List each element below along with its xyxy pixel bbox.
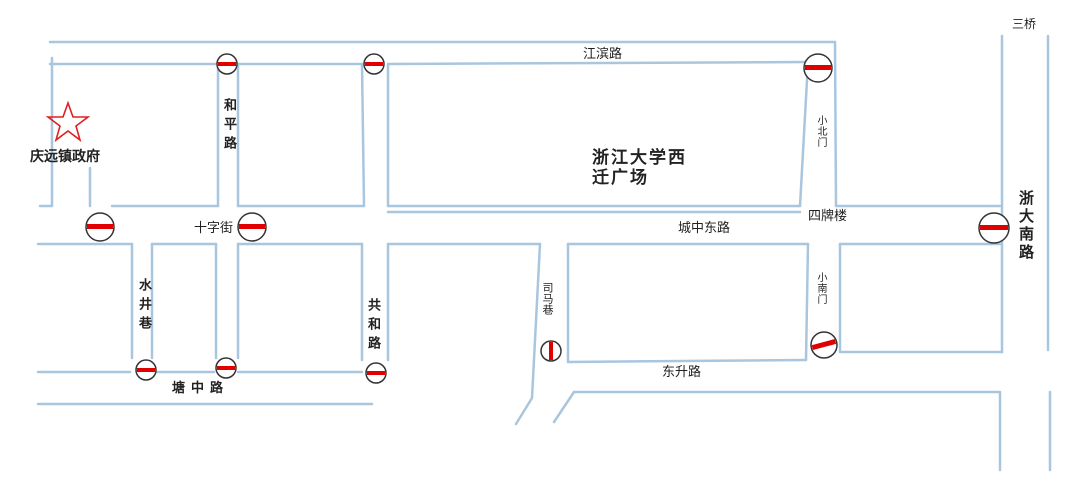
sipailou-label: 四牌楼 (808, 209, 848, 224)
no-entry-icon (216, 53, 238, 75)
zheda-south-road-label: 浙大南路 (1017, 190, 1035, 262)
campus-label-line1: 浙江大学西 (592, 148, 687, 168)
no-entry-icon (85, 212, 115, 242)
no-entry-icon (215, 357, 237, 379)
star-icon (45, 100, 91, 143)
no-entry-icon (365, 362, 387, 384)
dongsheng-road-south-edge (552, 390, 1002, 472)
campus-label-line2: 迁广场 (592, 168, 649, 188)
dongsheng-road-north-edge (566, 358, 808, 364)
sima-lane-west-edge (514, 242, 542, 426)
jiangbin-road-south-edge-east (386, 60, 810, 66)
campus-area-label: 浙江大学西 迁广场 (592, 148, 687, 188)
no-entry-icon (803, 53, 833, 83)
no-entry-icon (135, 359, 157, 381)
no-entry-icon (237, 212, 267, 242)
sima-lane-label: 司马巷 (541, 282, 554, 315)
chengzhong-east-road-label: 城中东路 (678, 221, 731, 236)
no-entry-icon (540, 340, 562, 362)
xiaobeimen-label: 小北门 (815, 115, 826, 148)
shizijie-label: 十字街 (194, 221, 234, 236)
xiaobeimen-east-edge (833, 40, 838, 208)
closure-markers (85, 53, 1010, 384)
dongsheng-road-label: 东升路 (662, 365, 702, 380)
jiangbin-road-label: 江滨路 (583, 47, 623, 62)
no-entry-icon (363, 53, 385, 75)
sanqiao-label: 三桥 (1012, 17, 1037, 31)
heping-road-label: 和平路 (221, 98, 236, 155)
tangzhong-road-label: 塘中路 (172, 381, 230, 396)
west-block-road-left (38, 56, 54, 208)
xiaonanmen-west-edge (804, 242, 810, 362)
no-entry-icon (810, 331, 838, 359)
xiaonanmen-label: 小南门 (815, 272, 826, 305)
no-entry-icon (978, 212, 1010, 244)
campus-block-east-edge (798, 60, 810, 208)
town-government-label: 庆远镇政府 (30, 149, 100, 165)
gonghe-road-label: 共和路 (365, 298, 380, 355)
shuijing-lane-label: 水井巷 (136, 278, 151, 335)
gonghe-road-north-west-edge (360, 62, 366, 208)
